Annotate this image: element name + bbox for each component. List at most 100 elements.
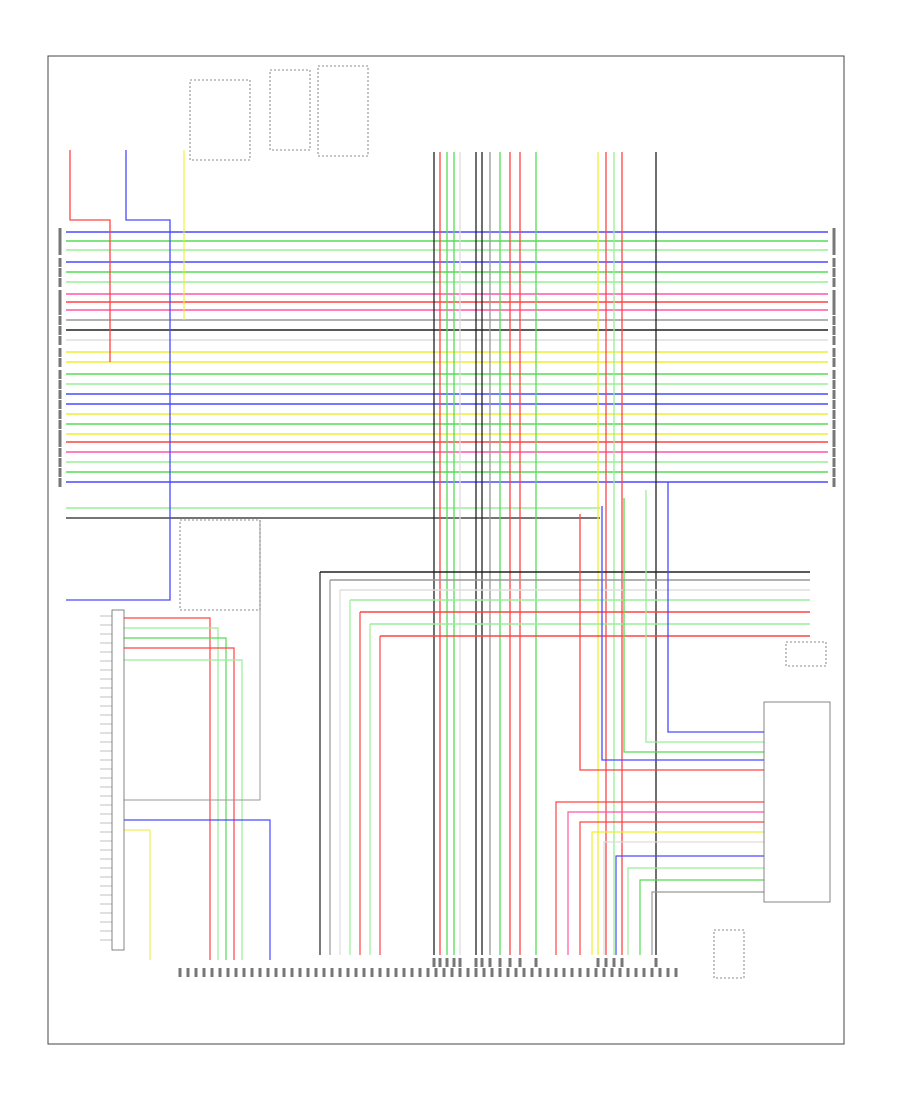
bottom-connector-pin bbox=[650, 968, 654, 977]
right-module-wire-2 bbox=[645, 490, 764, 743]
bottom-pin-2 bbox=[438, 958, 442, 967]
module-wire-5 bbox=[124, 659, 243, 960]
right-pin-9 bbox=[832, 306, 836, 315]
right-module-wire-4 bbox=[601, 506, 764, 761]
bottom-connector-pin bbox=[210, 968, 214, 977]
bottom-connector-pin bbox=[450, 968, 454, 977]
module-wire-1 bbox=[124, 617, 211, 960]
bottom-connector-pin bbox=[530, 968, 534, 977]
right-module-wire-3 bbox=[623, 498, 764, 753]
bottom-connector-pin bbox=[514, 968, 518, 977]
right-pin-4 bbox=[832, 258, 836, 267]
bottom-pin-5 bbox=[458, 958, 462, 967]
right-pin-25 bbox=[832, 468, 836, 477]
bottom-connector-pin bbox=[554, 968, 558, 977]
fuse-box bbox=[785, 641, 827, 667]
right-module-wire-5 bbox=[579, 514, 764, 771]
left-pin-19 bbox=[58, 410, 62, 419]
module-wire-2 bbox=[124, 627, 219, 960]
bottom-connector-pin bbox=[442, 968, 446, 977]
bottom-connector-pin bbox=[602, 968, 606, 977]
right-module-lower-2 bbox=[567, 811, 764, 955]
right-pin-3 bbox=[832, 246, 836, 255]
bottom-connector-pin bbox=[562, 968, 566, 977]
bottom-connector-pin bbox=[658, 968, 662, 977]
ground-box bbox=[713, 929, 745, 979]
left-pin-23 bbox=[58, 448, 62, 457]
right-module-lower-6 bbox=[615, 855, 764, 955]
left-pin-26 bbox=[58, 478, 62, 487]
right-pin-15 bbox=[832, 370, 836, 379]
bottom-connector-pin bbox=[386, 968, 390, 977]
bottom-connector-pin bbox=[186, 968, 190, 977]
bottom-connector-pin bbox=[434, 968, 438, 977]
left-pin-12 bbox=[58, 336, 62, 345]
right-pin-21 bbox=[832, 430, 836, 439]
bottom-connector-pin bbox=[546, 968, 550, 977]
right-pin-2 bbox=[832, 237, 836, 246]
right-module-lower-4 bbox=[591, 831, 764, 955]
bottom-connector-pin bbox=[402, 968, 406, 977]
left-pin-22 bbox=[58, 438, 62, 447]
bottom-pin-14 bbox=[604, 958, 608, 967]
bottom-connector-pin bbox=[370, 968, 374, 977]
right-module-lower-7 bbox=[627, 867, 764, 955]
bottom-connector-pin bbox=[234, 968, 238, 977]
right-pin-1 bbox=[832, 228, 836, 237]
diagram-border bbox=[47, 55, 845, 1045]
relay-box bbox=[179, 519, 261, 611]
right-pin-20 bbox=[832, 420, 836, 429]
bottom-connector-pin bbox=[258, 968, 262, 977]
top-component-1 bbox=[189, 79, 251, 161]
right-pin-11 bbox=[832, 326, 836, 335]
right-module-lower-1 bbox=[555, 801, 764, 955]
bottom-connector-pin bbox=[178, 968, 182, 977]
module-wire-blue bbox=[124, 819, 271, 960]
bottom-connector-pin bbox=[426, 968, 430, 977]
right-pin-23 bbox=[832, 448, 836, 457]
feed-blue bbox=[66, 150, 171, 601]
left-pin-3 bbox=[58, 246, 62, 255]
bottom-pin-9 bbox=[498, 958, 502, 967]
bottom-pin-10 bbox=[508, 958, 512, 967]
right-pin-17 bbox=[832, 390, 836, 399]
left-pin-13 bbox=[58, 348, 62, 357]
bottom-connector-pin bbox=[194, 968, 198, 977]
bottom-connector-pin bbox=[570, 968, 574, 977]
top-component-2 bbox=[269, 69, 311, 151]
right-module-lower-5 bbox=[603, 841, 764, 955]
left-pin-1 bbox=[58, 228, 62, 237]
left-pin-14 bbox=[58, 358, 62, 367]
bottom-connector-pin bbox=[306, 968, 310, 977]
bottom-connector-pin bbox=[226, 968, 230, 977]
bottom-connector-pin bbox=[674, 968, 678, 977]
bottom-connector-pin bbox=[666, 968, 670, 977]
left-module-connector bbox=[111, 609, 125, 951]
bottom-connector-pin bbox=[490, 968, 494, 977]
bottom-connector-pin bbox=[642, 968, 646, 977]
left-pin-6 bbox=[58, 278, 62, 287]
bottom-pin-13 bbox=[596, 958, 600, 967]
bottom-pin-17 bbox=[654, 958, 658, 967]
bottom-connector-pin bbox=[250, 968, 254, 977]
right-pin-8 bbox=[832, 298, 836, 307]
bottom-connector-pin bbox=[202, 968, 206, 977]
right-module-lower-9 bbox=[651, 891, 764, 955]
left-pin-7 bbox=[58, 290, 62, 299]
right-pin-22 bbox=[832, 438, 836, 447]
right-module-lower-3 bbox=[579, 821, 764, 955]
bottom-connector-pin bbox=[410, 968, 414, 977]
bottom-pin-8 bbox=[488, 958, 492, 967]
left-pin-4 bbox=[58, 258, 62, 267]
bottom-connector-pin bbox=[538, 968, 542, 977]
bottom-connector-pin bbox=[610, 968, 614, 977]
bottom-connector-pin bbox=[346, 968, 350, 977]
bottom-pin-12 bbox=[534, 958, 538, 967]
bottom-connector-pin bbox=[274, 968, 278, 977]
bottom-connector-pin bbox=[314, 968, 318, 977]
bottom-connector-pin bbox=[290, 968, 294, 977]
bottom-pin-6 bbox=[474, 958, 478, 967]
bottom-connector-pin bbox=[474, 968, 478, 977]
bottom-connector-pin bbox=[586, 968, 590, 977]
